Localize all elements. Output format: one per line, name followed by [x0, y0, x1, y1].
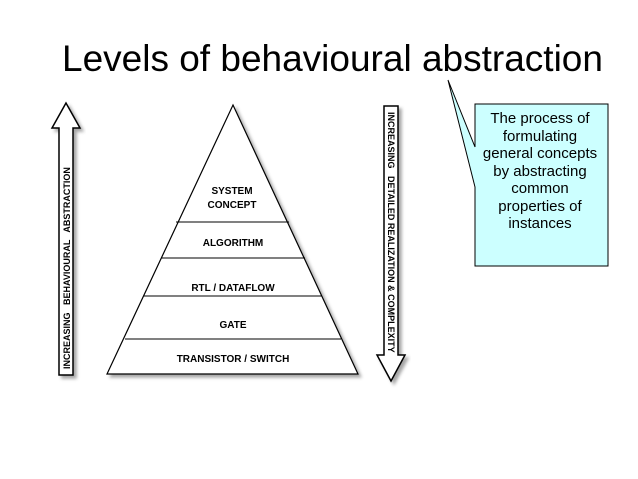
right-arrow-down: INCREASING DETAILED REALIZATION & COMPLE… [375, 105, 407, 383]
slide-title: Levels of behavioural abstraction [62, 38, 603, 79]
right-arrow-label: INCREASING DETAILED REALIZATION & COMPLE… [386, 112, 396, 353]
level-system-concept-line1: SYSTEM [211, 186, 252, 197]
left-arrow-label: INCREASING BEHAVIOURAL ABSTRACTION [62, 167, 72, 369]
callout [447, 79, 609, 267]
level-algorithm: ALGORITHM [203, 238, 264, 249]
pyramid-outline [106, 103, 359, 375]
arrow-down-shape [375, 105, 407, 383]
callout-box [447, 79, 609, 267]
level-rtl-dataflow: RTL / DATAFLOW [191, 283, 275, 294]
level-gate: GATE [219, 320, 246, 331]
level-system-concept-line2: CONCEPT [208, 200, 257, 211]
pyramid: SYSTEM CONCEPT ALGORITHM RTL / DATAFLOW … [106, 103, 359, 375]
arrow-up-shape [50, 101, 82, 376]
left-arrow-up: INCREASING BEHAVIOURAL ABSTRACTION [50, 101, 82, 376]
callout-text: The process of formulating general conce… [482, 110, 598, 233]
level-transistor-switch: TRANSISTOR / SWITCH [177, 354, 290, 365]
